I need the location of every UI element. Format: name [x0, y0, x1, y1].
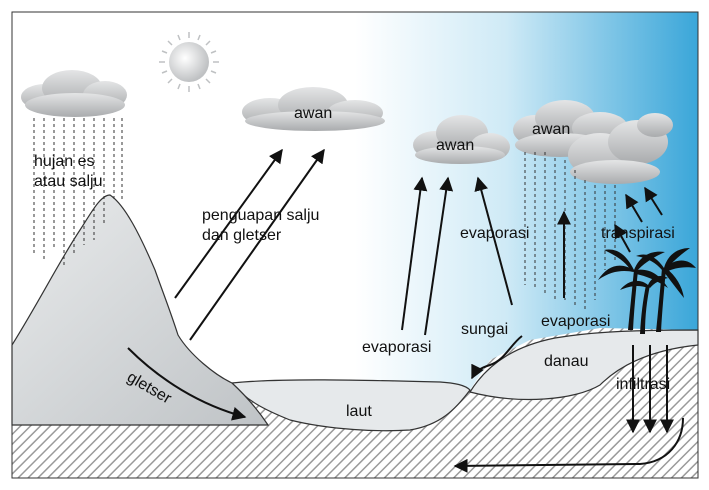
label-lake: danau: [544, 353, 589, 370]
diagram-frame: [11, 11, 699, 479]
label-sublimation-1: penguapan salju: [202, 207, 319, 224]
cloud-right-icon: [513, 100, 673, 184]
arrow-groundwater: [453, 417, 684, 473]
palm-trees-icon: [598, 248, 696, 334]
label-sea: laut: [346, 403, 372, 420]
label-evaporation-river: evaporasi: [460, 225, 529, 242]
label-hail-snow-2: atau salju: [34, 173, 103, 190]
glacier-mountain: [11, 194, 270, 426]
label-river: sungai: [461, 321, 508, 338]
label-cloud-center: awan: [294, 105, 332, 122]
arrow-sublimation-2: [189, 148, 325, 341]
cloud-center-icon: [242, 87, 385, 131]
cloud-middle-icon: [413, 115, 510, 164]
label-hail-snow-1: hujan es: [34, 153, 95, 170]
arrow-evaporation-sea-1: [401, 176, 428, 331]
arrow-transpiration-3: [614, 223, 631, 253]
arrow-evaporation-sea-2: [424, 176, 454, 336]
label-transpiration: transpirasi: [601, 225, 675, 242]
arrow-transpiration-1: [625, 193, 643, 223]
label-sublimation-2: dan gletser: [202, 227, 282, 244]
sun-icon: [159, 32, 219, 92]
precipitation-left: [33, 118, 123, 265]
arrow-river: [471, 335, 523, 380]
flow-arrows: [127, 148, 684, 473]
label-cloud-middle: awan: [436, 137, 474, 154]
label-evaporation-sea: evaporasi: [362, 339, 431, 356]
label-evaporation-lake: evaporasi: [541, 313, 610, 330]
arrow-evaporation-river: [474, 176, 513, 306]
label-infiltration: infiltrasi: [616, 376, 670, 393]
label-cloud-right: awan: [532, 121, 570, 138]
arrow-transpiration-2: [644, 186, 663, 216]
arrow-glacier: [127, 347, 247, 421]
sea-water: [230, 379, 471, 432]
cloud-left-icon: [21, 70, 127, 117]
arrow-sublimation-1: [174, 148, 283, 299]
